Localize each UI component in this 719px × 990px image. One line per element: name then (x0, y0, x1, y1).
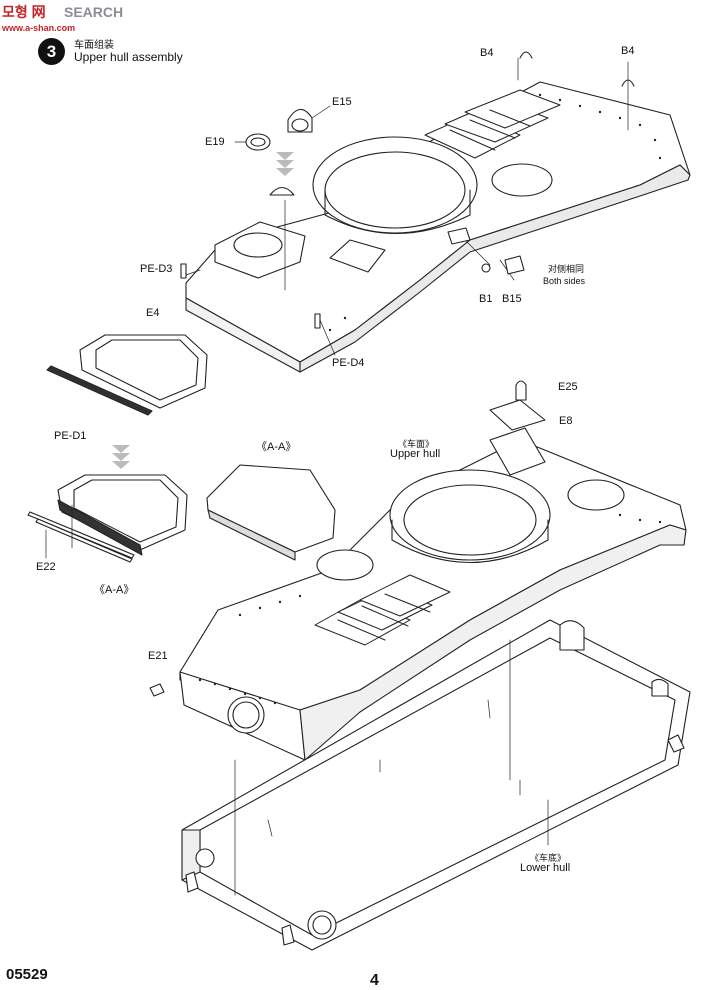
label-aa-upper: 《A-A》 (256, 441, 297, 453)
watermark-url: www.a-shan.com (2, 23, 76, 33)
lower-hull (181, 619, 691, 951)
upper-hull-assembled (149, 380, 687, 761)
label-upper-hull-cn: 《车面》 (398, 439, 435, 449)
upper-hull-top-view (180, 51, 691, 373)
label-e22: E22 (36, 561, 56, 573)
page-number: 4 (370, 972, 379, 989)
label-b4-right: B4 (621, 45, 635, 57)
label-lower-hull-cn: 《车底》 (530, 853, 567, 863)
step-number-badge: 3 (38, 38, 65, 65)
watermark-logo: 모형 网 (2, 4, 46, 20)
label-e15: E15 (332, 96, 352, 108)
watermark: 모형 网 SEARCH www.a-shan.com (2, 2, 162, 36)
label-e21: E21 (148, 650, 168, 662)
label-b1: B1 (479, 293, 493, 305)
catalog-number: 05529 (6, 966, 48, 983)
aa-panel-part (206, 464, 336, 561)
label-pe-d3: PE-D3 (140, 263, 173, 275)
watermark-brand: SEARCH (64, 4, 124, 20)
label-both-sides-cn: 对侧相同 (548, 264, 585, 274)
label-aa-lower: 《A-A》 (94, 584, 135, 596)
label-both-sides-en: Both sides (543, 276, 586, 286)
label-upper-hull-en: Upper hull (390, 448, 441, 460)
label-e4: E4 (146, 307, 160, 319)
label-b15: B15 (502, 293, 522, 305)
label-pe-d1: PE-D1 (54, 430, 87, 442)
label-pe-d4: PE-D4 (332, 357, 365, 369)
e4-grille-part (27, 334, 208, 563)
label-e19: E19 (205, 136, 225, 148)
label-lower-hull-en: Lower hull (520, 862, 571, 874)
step-title-cn: 车面组装 (74, 40, 114, 51)
label-e25: E25 (558, 381, 578, 393)
step-title-en: Upper hull assembly (74, 50, 183, 64)
label-b4-left: B4 (480, 47, 494, 59)
label-e8: E8 (559, 415, 573, 427)
